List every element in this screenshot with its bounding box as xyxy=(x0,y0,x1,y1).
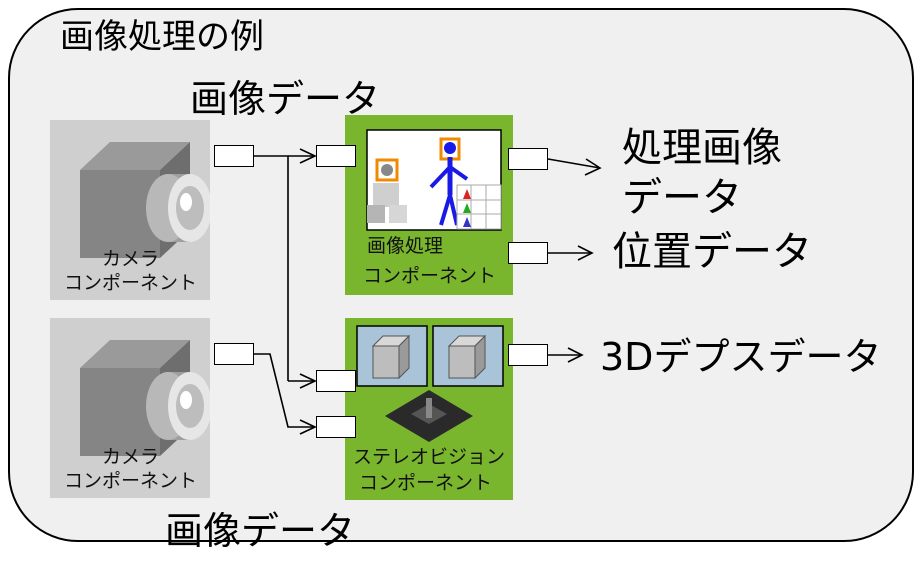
output-processed-image-line1: 処理画像 xyxy=(622,125,782,171)
camera-icon xyxy=(80,142,212,258)
image-processing-component: 画像処理 コンポーネント xyxy=(345,115,513,295)
camera-1-out-port xyxy=(214,145,254,167)
arrow-head xyxy=(299,148,317,164)
camera-1-label-line2: コンポーネント xyxy=(64,272,198,294)
connector-camera2 xyxy=(254,353,315,428)
camera-2-label-line1: カメラ xyxy=(102,446,160,468)
camera-icon xyxy=(80,340,212,456)
stereo-vision-label-line2: コンポーネント xyxy=(359,472,493,494)
output-3d-depth-data: 3Dデプスデータ xyxy=(600,335,882,379)
camera-2-label-line2: コンポーネント xyxy=(64,470,198,492)
stereo-vision-label-line1: ステレオビジョン xyxy=(353,446,506,468)
stereo-vision-preview xyxy=(356,325,504,442)
image-data-label-top: 画像データ xyxy=(190,77,381,121)
connector-processed-output xyxy=(547,158,601,169)
image-processing-preview xyxy=(366,129,502,231)
arrow-head xyxy=(577,245,594,261)
image-processing-out-port-2 xyxy=(508,242,548,264)
image-processing-out-port-1 xyxy=(508,148,548,170)
camera-component-2: カメラ コンポーネント xyxy=(50,318,212,498)
image-processing-label-line1: 画像処理 xyxy=(367,235,444,257)
output-position-data: 位置データ xyxy=(612,229,812,275)
output-processed-image-line2: データ xyxy=(622,175,742,221)
camera-1-label-line1: カメラ xyxy=(102,248,160,270)
stereo-vision-component: ステレオビジョン コンポーネント xyxy=(345,318,513,500)
diagram-title: 画像処理の例 xyxy=(60,17,264,57)
camera-component-1: カメラ コンポーネント xyxy=(50,120,212,300)
arrow-head xyxy=(299,419,317,435)
camera-2-out-port xyxy=(214,343,254,365)
arrow-head xyxy=(299,373,317,389)
arrow-head xyxy=(584,158,602,176)
image-data-label-bottom: 画像データ xyxy=(165,509,356,553)
connector-camera1 xyxy=(254,155,289,381)
image-processing-label-line2: コンポーネント xyxy=(363,265,497,287)
arrow-head xyxy=(567,347,584,363)
stereo-vision-out-port xyxy=(508,344,548,366)
